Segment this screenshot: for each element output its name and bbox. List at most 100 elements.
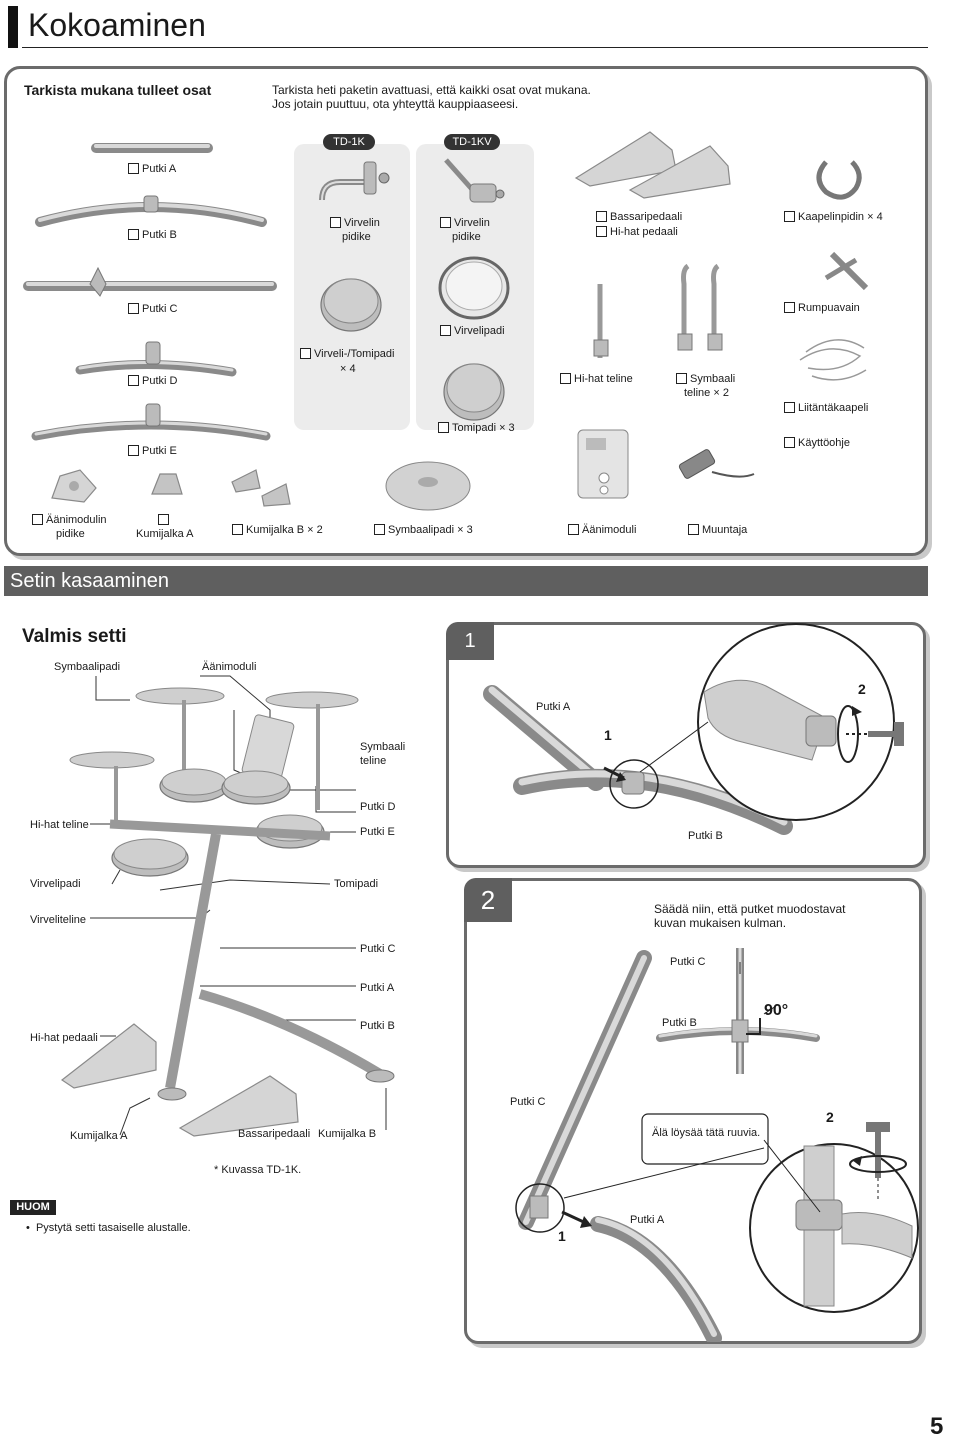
checkbox[interactable] [784,402,795,413]
checkbox[interactable] [128,163,139,174]
checkbox[interactable] [128,445,139,456]
kit-label-virvelipadi: Virvelipadi [30,878,81,890]
putki-a-tube-icon [91,143,213,153]
step2-callout-1: 1 [558,1228,566,1244]
kit-label-bassaripedaali: Bassaripedaali [238,1128,311,1140]
step2-putki-a: Putki A [630,1214,665,1226]
cable-holder-icon [816,160,862,200]
section-bar [4,566,928,596]
bullet: • [26,1222,36,1234]
label-liitantakaapeli: Liitäntäkaapeli [784,401,868,415]
label-kumijalka-a: Kumijalka A [136,528,194,540]
checkbox[interactable] [568,524,579,535]
kit-label-putki-a: Putki A [360,982,395,994]
checkbox[interactable] [330,217,341,228]
checkbox[interactable] [374,524,385,535]
checkbox[interactable] [784,211,795,222]
checkbox[interactable] [596,226,607,237]
label-kumijalka-b: Kumijalka B × 2 [232,523,323,537]
kit-label-kumijalka-a: Kumijalka A [70,1130,128,1142]
label-putki-d: Putki D [128,374,177,388]
sound-module-icon [577,429,629,499]
checkbox[interactable] [676,373,687,384]
label-putki-e: Putki E [128,444,177,458]
label-hihat-pedaali: Hi-hat pedaali [596,225,678,239]
label-rumpuavain: Rumpuavain [784,301,860,315]
rubber-foot-a-icon [151,473,183,495]
module-holder-icon [51,469,97,503]
label-symbaalipadi: Symbaalipadi × 3 [374,523,473,537]
kit-label-symbaali-teline-b: teline [360,755,387,767]
label-putki-a: Putki A [128,162,176,176]
checkbox[interactable] [438,422,449,433]
kit-label-symbaalipadi: Symbaalipadi [54,661,121,673]
footnote: * Kuvassa TD-1K. [214,1164,302,1176]
label-muuntaja: Muuntaja [688,523,747,537]
step2-putki-c-top: Putki C [670,956,706,968]
step1-putki-b: Putki B [688,830,723,842]
kit-label-putki-b: Putki B [360,1020,395,1032]
kit-label-aanimoduli: Äänimoduli [202,661,257,673]
step2-angle: 90° [764,1002,789,1019]
step1-callout-1: 1 [604,727,612,743]
step1-putki-a: Putki A [536,701,571,713]
checkbox[interactable] [128,375,139,386]
step1-number: 1 [446,622,494,660]
checkbox[interactable] [32,514,43,525]
kit-label-kumijalka-b: Kumijalka B [318,1128,377,1140]
drum-key-icon [824,251,869,291]
putki-d-tube-icon [75,341,237,377]
td1kv-tab: TD-1KV [444,134,500,150]
step2-illustration [515,948,919,1342]
snare-holder-td1k-icon [319,161,390,201]
kit-label-putki-c: Putki C [360,943,396,955]
page-number: 5 [930,1413,944,1440]
label-kumijalka-a-checkbox [158,513,172,527]
checkbox[interactable] [784,437,795,448]
label-kaapelinpidin: Kaapelinpidin × 4 [784,210,883,224]
complete-kit-title: Valmis setti [22,626,127,647]
checkbox[interactable] [300,348,311,359]
mesh-snare-icon [438,256,510,320]
label-virvelipadi: Virvelipadi [440,324,505,338]
step2-warning: Älä löysää tätä ruuvia. [652,1127,761,1139]
putki-e-tube-icon [31,403,271,441]
kit-label-virveliteline: Virveliteline [30,914,87,926]
page-title: Kokoaminen [28,7,206,43]
label-kayttoohje: Käyttöohje [784,436,850,450]
label-virvelin-pidike-2: Virvelin [440,216,490,230]
checkbox[interactable] [440,325,451,336]
step2-callout-2: 2 [826,1109,834,1125]
checkbox[interactable] [440,217,451,228]
kit-label-tomipadi: Tomipadi [334,878,379,890]
snare-holder-td1kv-icon [444,158,505,203]
step2-instruction-line2: kuvan mukaisen kulman. [654,916,787,930]
label-aanimoduli: Äänimoduli [568,523,636,537]
checkbox[interactable] [784,302,795,313]
parts-intro-line2: Jos jotain puuttuu, ota yhteyttä kauppia… [272,97,519,111]
parts-intro-line1: Tarkista heti paketin avattuasi, että ka… [272,83,591,97]
cymbal-stands-icon [677,263,723,351]
kit-label-symbaali-teline-a: Symbaali [360,741,406,753]
step1-illustration [483,623,904,835]
checkbox[interactable] [596,211,607,222]
label-virvelin-pidike-1: Virvelin [330,216,380,230]
note-badge: HUOM [10,1200,56,1215]
putki-c-tube-icon [23,266,277,297]
header-rule [22,47,928,48]
label-virvelin-pidike-2b: pidike [452,231,481,243]
step2-number: 2 [464,878,512,922]
label-symbaali-teline-b: teline × 2 [684,387,729,399]
checkbox[interactable] [232,524,243,535]
checkbox[interactable] [688,524,699,535]
step1-callout-2: 2 [858,681,866,697]
parts-illustrations [23,131,869,511]
label-aanimodulin-pidike: Äänimodulin [32,513,107,527]
checkbox[interactable] [128,229,139,240]
section-title: Setin kasaaminen [10,570,169,592]
step2-putki-b: Putki B [662,1017,697,1029]
checkbox[interactable] [128,303,139,314]
checkbox[interactable] [560,373,571,384]
label-virveli-tomipadi-b: × 4 [340,363,356,375]
checkbox[interactable] [158,514,169,525]
